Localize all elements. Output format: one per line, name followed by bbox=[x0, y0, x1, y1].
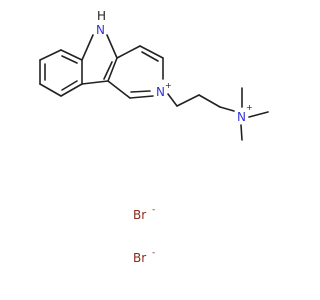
molecule-structure: H N N + N + Br - Br - bbox=[39, 9, 269, 265]
bond-chain-1 bbox=[167, 93, 178, 107]
counterion-layer: Br - Br - bbox=[133, 205, 155, 265]
bond-benzene-6 bbox=[60, 49, 83, 61]
bond-methyl-right bbox=[248, 111, 269, 118]
bond-benzene-double-3 bbox=[61, 55, 78, 64]
bond-benzene-1 bbox=[39, 49, 62, 61]
bond-benzene-3 bbox=[39, 83, 62, 97]
bond-pyrrole-2 bbox=[106, 34, 118, 59]
bond-chain-3 bbox=[198, 94, 221, 108]
bond-pyridine-double-1 bbox=[141, 51, 159, 62]
bond-pyrrole-1 bbox=[81, 34, 94, 61]
indole-nh-hydrogen: H bbox=[97, 9, 106, 23]
bond-benzene-4 bbox=[60, 83, 83, 97]
bond-pyridine-2 bbox=[139, 45, 164, 59]
ammonium-nitrogen-label: N bbox=[237, 110, 246, 124]
bromide-ion-2-symbol: Br bbox=[133, 251, 146, 265]
bromide-ion-2-charge: - bbox=[152, 248, 155, 258]
bond-chain-2 bbox=[176, 94, 200, 107]
bond-pyridine-double-2 bbox=[130, 90, 151, 93]
ammonium-charge: + bbox=[246, 103, 253, 112]
bond-pyrrole-double bbox=[103, 61, 113, 80]
bond-chain-4 bbox=[219, 106, 235, 112]
pyridinium-charge: + bbox=[165, 81, 172, 90]
atom-label-layer: H N N + N + bbox=[96, 9, 253, 124]
bond-pyridine-5 bbox=[107, 80, 131, 99]
bromide-ion-1-charge: - bbox=[152, 205, 155, 215]
bond-benzene-double-2 bbox=[61, 80, 78, 91]
bond-pyridine-1 bbox=[116, 45, 141, 59]
pyridinium-nitrogen-label: N bbox=[156, 85, 165, 99]
bond-pyridine-4 bbox=[129, 95, 154, 99]
bromide-ion-1-symbol: Br bbox=[133, 208, 146, 222]
indole-nitrogen-label: N bbox=[96, 23, 105, 37]
bond-layer bbox=[39, 34, 269, 141]
bond-methyl-down bbox=[240, 124, 243, 141]
bond-pyrrole-4 bbox=[81, 80, 109, 85]
bond-pyrrole-3 bbox=[107, 57, 118, 82]
